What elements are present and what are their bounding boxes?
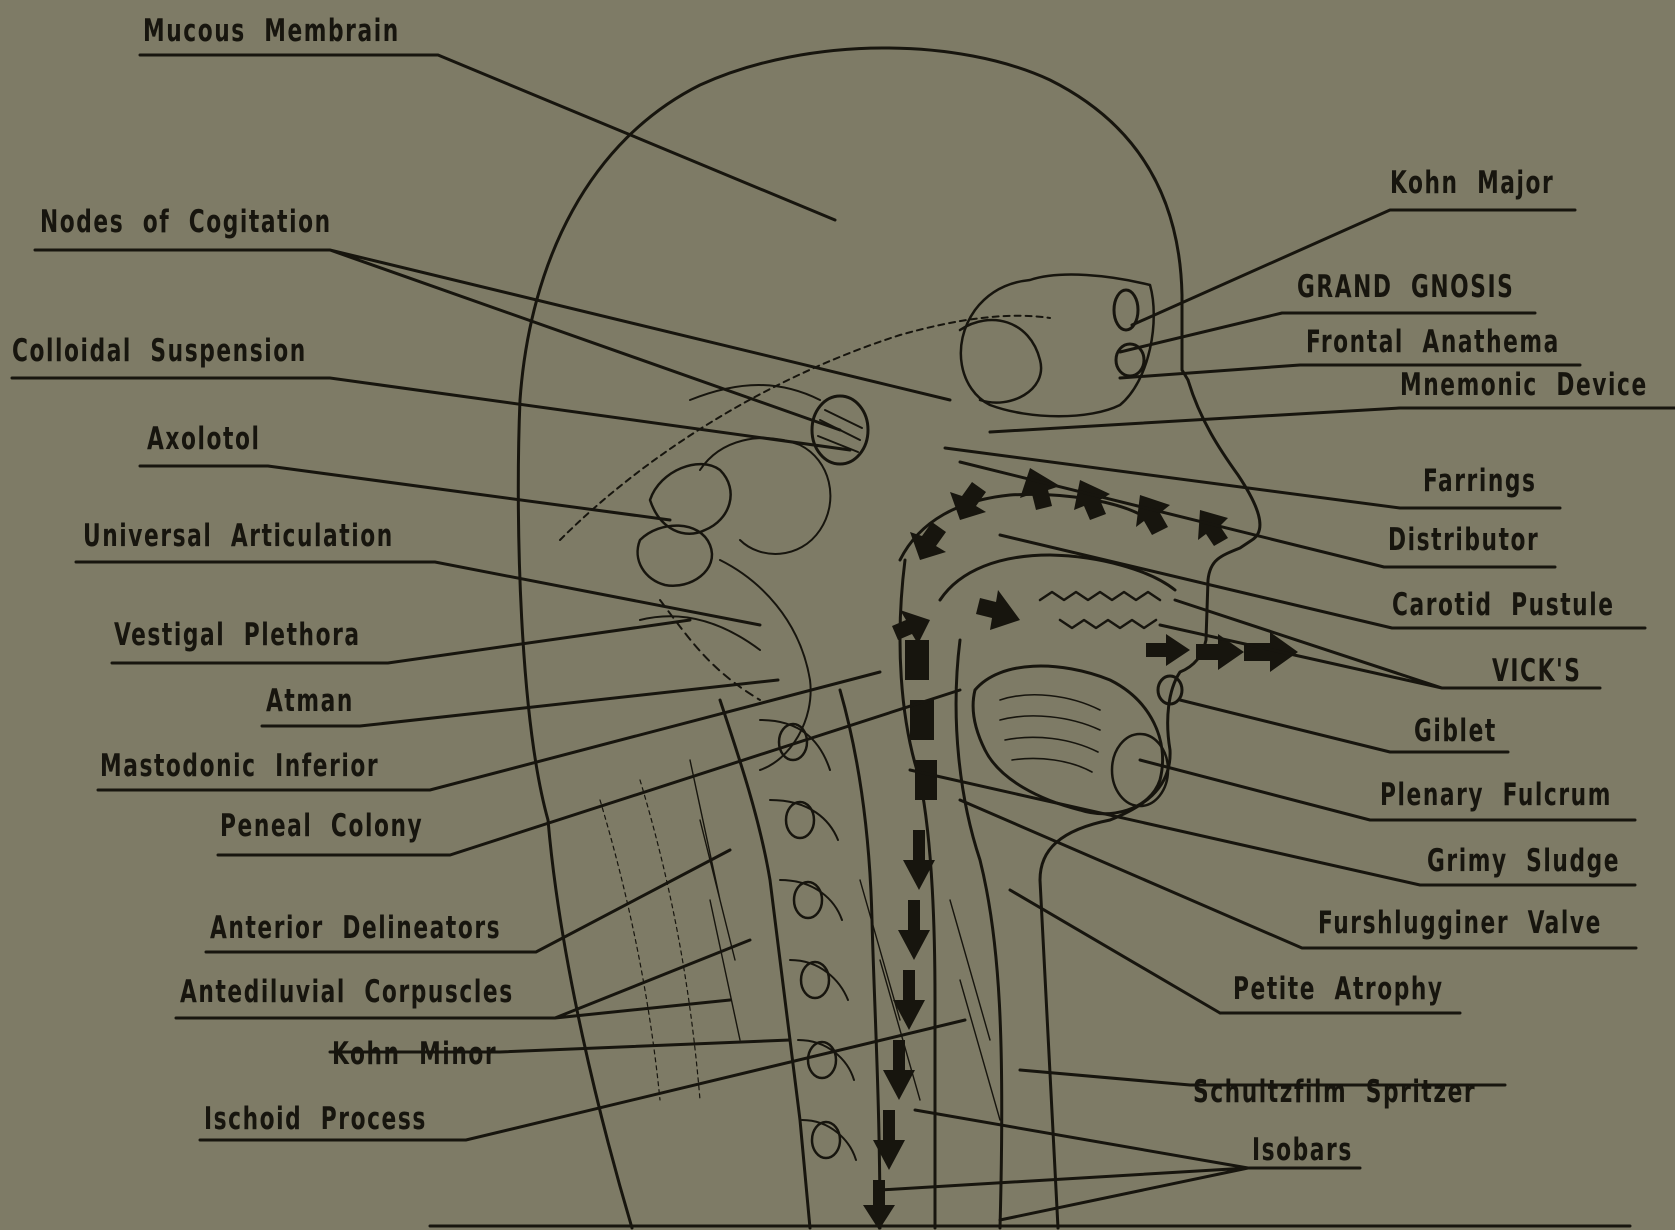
label-carotid-pustule: Carotid Pustule	[1392, 590, 1615, 621]
leader-mnemonic-device	[990, 408, 1675, 432]
label-furshlugginer-valve: Furshlugginer Valve	[1318, 908, 1602, 939]
label-ischoid-process: Ischoid Process	[204, 1104, 427, 1135]
label-anterior-delineators: Anterior Delineators	[210, 913, 501, 944]
label-universal-articulation: Universal Articulation	[83, 521, 394, 552]
leader-kohn-major	[1132, 210, 1575, 325]
label-grimy-sludge: Grimy Sludge	[1427, 846, 1620, 877]
label-kohn-minor: Kohn Minor	[332, 1039, 497, 1070]
label-farrings: Farrings	[1423, 466, 1537, 497]
label-kohn-major: Kohn Major	[1390, 168, 1554, 199]
label-mucous-membrain: Mucous Membrain	[143, 16, 400, 47]
label-peneal-colony: Peneal Colony	[220, 811, 423, 842]
arrow-icon	[976, 590, 1020, 630]
label-axolotol: Axolotol	[147, 424, 260, 455]
label-petite-atrophy: Petite Atrophy	[1233, 974, 1444, 1005]
label-plenary-fulcrum: Plenary Fulcrum	[1380, 780, 1612, 811]
label-mnemonic-device: Mnemonic Device	[1400, 370, 1648, 401]
arrow-icon	[1136, 495, 1170, 535]
label-distributor: Distributor	[1388, 525, 1539, 556]
label-atman: Atman	[266, 686, 354, 717]
skull-outline	[518, 48, 1188, 1228]
arrow-icon	[1074, 480, 1110, 520]
spine-outline	[720, 700, 810, 1228]
leader-mucous-membrain	[140, 55, 835, 220]
label-colloidal-suspension: Colloidal Suspension	[12, 336, 307, 367]
teeth-row	[1040, 592, 1160, 600]
label-vicks: VICK'S	[1492, 656, 1581, 687]
label-isobars: Isobars	[1252, 1135, 1353, 1166]
label-vestigal-plethora: Vestigal Plethora	[114, 620, 361, 651]
label-frontal-anathema: Frontal Anathema	[1306, 327, 1560, 358]
label-mastodonic-inferior: Mastodonic Inferior	[100, 751, 379, 782]
downward-arrow-column	[863, 640, 937, 1230]
arrow-icon	[1020, 468, 1060, 510]
leader-universal-articulation	[76, 562, 760, 625]
arrow-icon	[892, 610, 930, 644]
label-nodes-of-cogitation: Nodes of Cogitation	[40, 207, 332, 238]
label-antediluvial-corpuscles: Antediluvial Corpuscles	[180, 977, 514, 1008]
leader-axolotol	[140, 466, 670, 520]
label-schultzfilm-spritzer: Schultzfilm Spritzer	[1193, 1077, 1476, 1108]
label-giblet: Giblet	[1414, 716, 1497, 747]
arrow-icon	[910, 522, 946, 560]
label-grand-gnosis: GRAND GNOSIS	[1297, 272, 1514, 303]
arrow-icon	[1146, 634, 1190, 666]
